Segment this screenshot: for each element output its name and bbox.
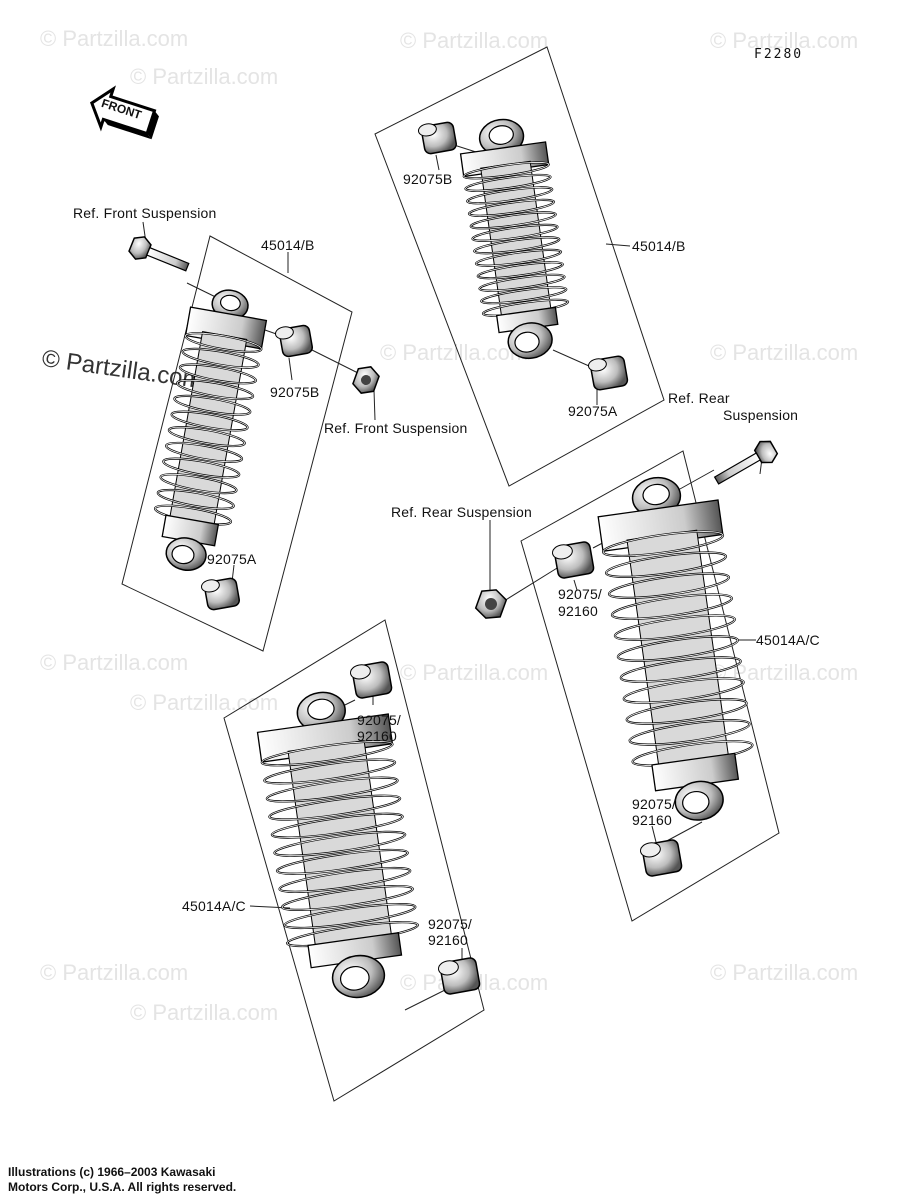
label-part-92075-92160: 92075/ xyxy=(428,916,473,932)
panel-bottom-right xyxy=(520,450,780,922)
shock-absorber-bottom-left xyxy=(256,691,419,999)
panel-top-left xyxy=(121,235,353,652)
watermark: © Partzilla.com xyxy=(40,26,189,51)
watermark: © Partzilla.com xyxy=(130,64,279,89)
bushing-icon xyxy=(551,541,595,579)
label-part-92075b: 92075B xyxy=(403,171,453,187)
shock-absorber-bottom-right xyxy=(597,476,754,821)
watermark: © Partzilla.com xyxy=(710,28,859,53)
label-ref-rear-suspension: Ref. Rear xyxy=(668,390,730,406)
label-part-92075-92160: 92160 xyxy=(357,728,397,744)
bolt-icon xyxy=(128,236,190,272)
label-ref-front-suspension: Ref. Front Suspension xyxy=(324,420,468,436)
panel-top-right xyxy=(374,46,665,487)
label-ref-rear-suspension: Ref. Rear Suspension xyxy=(391,504,532,520)
watermark: © Partzilla.com xyxy=(710,340,859,365)
copyright-notice: Illustrations (c) 1966–2003 Kawasaki Mot… xyxy=(8,1165,236,1195)
watermark: © Partzilla.com xyxy=(40,650,189,675)
watermark: © Partzilla.com xyxy=(710,660,859,685)
watermark: © Partzilla.com xyxy=(130,1000,279,1025)
watermark: © Partzilla.com xyxy=(400,28,549,53)
shock-absorber-top-right xyxy=(459,118,570,360)
label-part-45014ac: 45014A/C xyxy=(182,898,246,914)
bolt-icon xyxy=(713,440,779,485)
copyright-line: Motors Corp., U.S.A. All rights reserved… xyxy=(8,1180,237,1194)
nut-icon xyxy=(352,366,380,394)
watermark: © Partzilla.com xyxy=(130,690,279,715)
bushing-icon xyxy=(349,661,393,699)
label-part-45014ac: 45014A/C xyxy=(756,632,820,648)
bushing-icon xyxy=(437,957,481,995)
watermark: © Partzilla.com xyxy=(40,960,189,985)
watermark: © Partzilla.com xyxy=(710,960,859,985)
label-part-92075a: 92075A xyxy=(568,403,618,419)
label-part-92075-92160: 92160 xyxy=(558,603,598,619)
label-part-45014b: 45014/B xyxy=(261,237,315,253)
label-part-92075-92160: 92160 xyxy=(428,932,468,948)
label-part-92075-92160: 92075/ xyxy=(357,712,402,728)
label-part-45014b: 45014/B xyxy=(632,238,686,254)
label-part-92075-92160: 92075/ xyxy=(558,586,603,602)
label-part-92075b: 92075B xyxy=(270,384,320,400)
watermark: © Partzilla.com xyxy=(400,660,549,685)
label-ref-rear-suspension: Suspension xyxy=(723,407,799,423)
label-ref-front-suspension: Ref. Front Suspension xyxy=(73,205,217,221)
label-part-92075a: 92075A xyxy=(207,551,257,567)
nut-icon xyxy=(474,589,508,619)
bushing-icon xyxy=(274,324,314,358)
bushing-icon xyxy=(200,577,240,611)
diagram-code: F2280 xyxy=(754,47,804,62)
front-arrow-icon xyxy=(89,85,159,140)
bushing-icon xyxy=(417,121,457,155)
bushing-icon xyxy=(587,355,629,391)
copyright-line: Illustrations (c) 1966–2003 Kawasaki xyxy=(8,1165,216,1179)
shock-absorber-top-left xyxy=(153,289,268,571)
bushing-icon xyxy=(639,839,683,877)
watermark: © Partzilla.com xyxy=(380,340,529,365)
label-part-92075-92160: 92075/ xyxy=(632,796,677,812)
label-part-92075-92160: 92160 xyxy=(632,812,672,828)
panel-bottom-left xyxy=(223,619,485,1102)
